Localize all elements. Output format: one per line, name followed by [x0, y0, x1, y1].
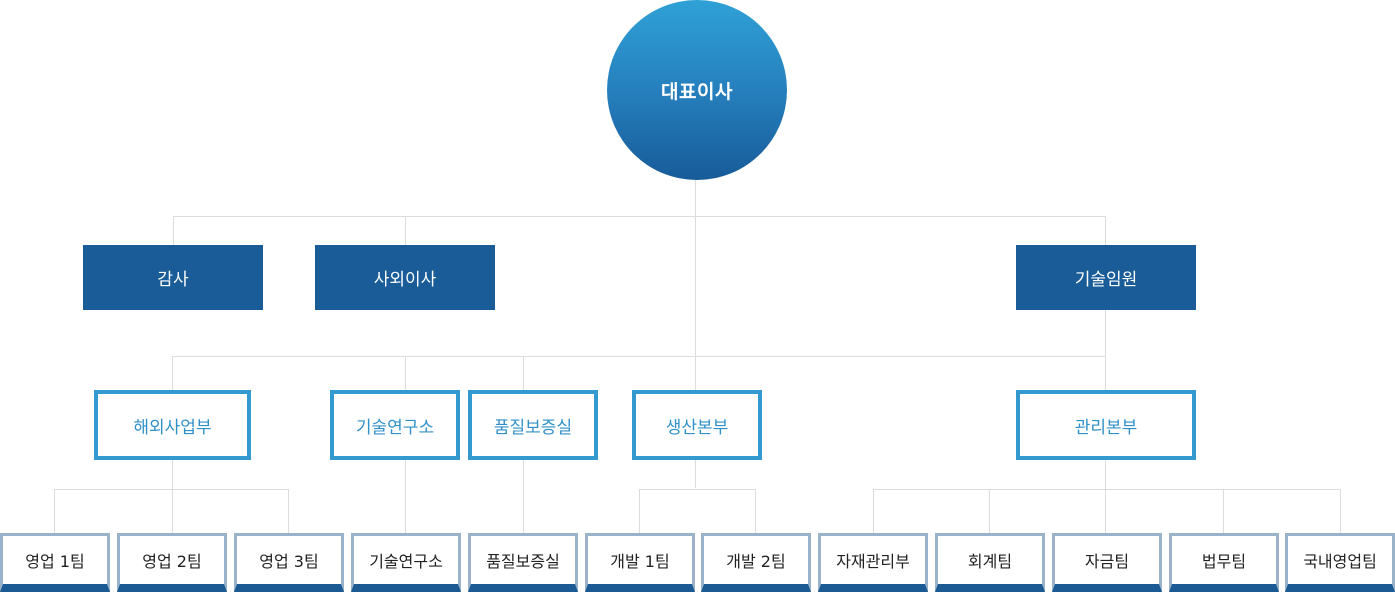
team-dev-1: 개발 1팀 [585, 533, 695, 592]
team-label: 영업 2팀 [142, 552, 202, 571]
team-rnd: 기술연구소 [351, 533, 461, 592]
team-accounting: 회계팀 [935, 533, 1045, 592]
division-label: 기술연구소 [355, 417, 435, 438]
division-rnd: 기술연구소 [330, 390, 460, 460]
ceo-node: 대표이사 [607, 0, 787, 180]
exec-label: 감사 [157, 270, 189, 290]
division-production: 생산본부 [632, 390, 762, 460]
team-materials: 자재관리부 [818, 533, 928, 592]
team-dev-2: 개발 2팀 [701, 533, 811, 592]
team-label: 자재관리부 [836, 552, 910, 571]
team-label: 영업 1팀 [25, 552, 85, 571]
team-label: 기술연구소 [369, 552, 443, 571]
team-label: 국내영업팀 [1303, 552, 1377, 571]
team-label: 개발 1팀 [610, 552, 670, 571]
division-quality: 품질보증실 [468, 390, 598, 460]
exec-label: 기술임원 [1074, 270, 1138, 290]
team-sales-2: 영업 2팀 [117, 533, 227, 592]
team-label: 개발 2팀 [726, 552, 786, 571]
team-finance: 자금팀 [1052, 533, 1162, 592]
team-domestic-sales: 국내영업팀 [1285, 533, 1395, 592]
exec-label: 사외이사 [373, 270, 437, 290]
team-legal: 법무팀 [1169, 533, 1279, 592]
team-label: 영업 3팀 [259, 552, 319, 571]
exec-technical-officer: 기술임원 [1016, 245, 1196, 310]
team-sales-3: 영업 3팀 [234, 533, 344, 592]
team-label: 자금팀 [1084, 552, 1130, 571]
division-management: 관리본부 [1016, 390, 1196, 460]
division-label: 품질보증실 [493, 417, 573, 438]
team-sales-1: 영업 1팀 [0, 533, 110, 592]
division-label: 해외사업부 [133, 417, 212, 438]
division-label: 관리본부 [1074, 417, 1138, 438]
division-label: 생산본부 [665, 417, 729, 438]
exec-auditor: 감사 [83, 245, 263, 310]
team-label: 법무팀 [1201, 552, 1247, 571]
exec-outside-director: 사외이사 [315, 245, 495, 310]
team-quality: 품질보증실 [468, 533, 578, 592]
team-label: 회계팀 [967, 552, 1013, 571]
division-overseas: 해외사업부 [94, 390, 251, 460]
team-label: 품질보증실 [486, 552, 560, 571]
ceo-label: 대표이사 [661, 80, 733, 103]
